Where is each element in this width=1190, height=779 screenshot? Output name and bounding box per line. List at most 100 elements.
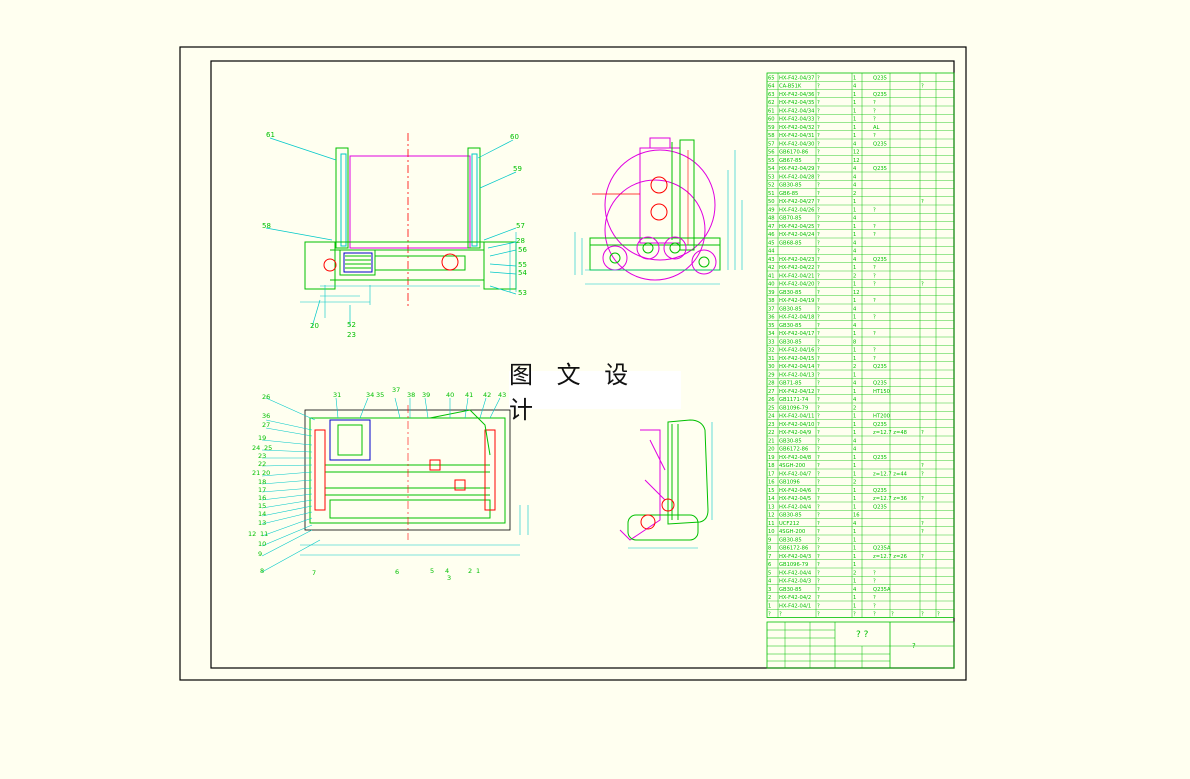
parts-table-cell: GB67-85 bbox=[779, 158, 802, 164]
parts-table-cell: ? bbox=[873, 356, 876, 362]
parts-table-cell: ? bbox=[817, 480, 820, 486]
parts-table-cell: HT200 bbox=[873, 414, 890, 420]
parts-table-cell: 1 bbox=[853, 348, 856, 354]
parts-table-cell: 4 bbox=[853, 174, 857, 180]
parts-table-cell: ? bbox=[817, 158, 820, 164]
balloon-label: 25 bbox=[264, 444, 272, 452]
parts-table-cell: HX-F42-04/36 bbox=[779, 92, 814, 98]
parts-table-cell: ? bbox=[873, 273, 876, 279]
parts-table-cell: Q235 bbox=[873, 422, 887, 428]
parts-table-cell: ? bbox=[817, 199, 820, 205]
parts-table-cell: 1 bbox=[853, 504, 856, 510]
parts-table-cell: ? bbox=[817, 315, 820, 321]
parts-table-cell: 1 bbox=[768, 603, 771, 609]
parts-table-cell: 1 bbox=[853, 224, 856, 230]
parts-table-cell: HX-F42-04/10 bbox=[779, 422, 814, 428]
parts-table-cell: 21 bbox=[768, 438, 775, 444]
balloon-label: 36 bbox=[262, 412, 270, 420]
parts-table-cell: ? bbox=[817, 414, 820, 420]
balloon-label: 1 bbox=[476, 567, 480, 575]
parts-table-cell: 12 bbox=[768, 513, 775, 519]
parts-table-cell: ? bbox=[817, 447, 820, 453]
parts-table-cell: HX-F42-04/3 bbox=[779, 554, 811, 560]
parts-table-cell: 1 bbox=[853, 496, 856, 502]
parts-table-cell: 12 bbox=[853, 290, 860, 296]
parts-table-cell: ? bbox=[921, 463, 924, 469]
parts-table-cell: 2 bbox=[853, 364, 856, 370]
parts-table-cell: 1 bbox=[853, 579, 856, 585]
parts-table-cell: HX-F42-04/31 bbox=[779, 133, 814, 139]
balloon-label: 2 bbox=[468, 567, 472, 575]
parts-table-cell: GB68-85 bbox=[779, 240, 802, 246]
balloon-label: 52 bbox=[347, 321, 356, 329]
parts-table-cell: 1 bbox=[853, 298, 856, 304]
parts-table-cell: ? bbox=[817, 579, 820, 585]
parts-table-cell: HX-F42-04/15 bbox=[779, 356, 814, 362]
parts-table-cell: ? bbox=[817, 537, 820, 543]
parts-table-cell: 23 bbox=[768, 422, 775, 428]
parts-table-header-cell: ? bbox=[853, 612, 856, 618]
balloon-label: 37 bbox=[392, 386, 400, 394]
drawing-name: ? bbox=[912, 642, 916, 650]
parts-table-cell: 13 bbox=[768, 504, 775, 510]
balloon-label: 16 bbox=[258, 494, 266, 502]
parts-table-cell: 32 bbox=[768, 348, 775, 354]
parts-table-cell: Q235 bbox=[873, 166, 887, 172]
parts-table-cell: HX-F42-04/24 bbox=[779, 232, 815, 238]
parts-table-cell: 1 bbox=[853, 92, 856, 98]
parts-table-cell: 15 bbox=[768, 488, 775, 494]
parts-table-cell: 1 bbox=[853, 537, 856, 543]
parts-table-cell: 19 bbox=[768, 455, 775, 461]
balloon-label: 34 bbox=[366, 391, 374, 399]
parts-table-cell: 1 bbox=[853, 422, 856, 428]
parts-table-cell: ? bbox=[873, 298, 876, 304]
side-view bbox=[574, 137, 743, 285]
parts-table-cell: GB70-85 bbox=[779, 216, 802, 222]
parts-table-cell: 4 bbox=[853, 183, 857, 189]
balloon-label: 4 bbox=[445, 567, 449, 575]
parts-table-cell: 55 bbox=[768, 158, 775, 164]
balloon-label: 58 bbox=[262, 222, 271, 230]
balloon-label: 12 bbox=[248, 530, 256, 538]
parts-table-cell: 33 bbox=[768, 339, 775, 345]
parts-table-cell: HX-F42-04/7 bbox=[779, 471, 811, 477]
parts-table-cell: HX-F42-04/35 bbox=[779, 100, 814, 106]
parts-table-cell: 1 bbox=[853, 562, 856, 568]
parts-table-cell: CA-B51K bbox=[779, 84, 802, 90]
parts-table-cell: ? bbox=[817, 463, 820, 469]
parts-table-cell: ? bbox=[817, 405, 820, 411]
parts-table-cell: GB30-85 bbox=[779, 339, 802, 345]
parts-table-cell: 1 bbox=[853, 546, 856, 552]
parts-table-cell: ? bbox=[817, 529, 820, 535]
parts-table-cell: 4 bbox=[768, 579, 772, 585]
parts-table-cell: ? bbox=[817, 92, 820, 98]
parts-table-cell: ? bbox=[817, 587, 820, 593]
parts-table-cell: ? bbox=[817, 84, 820, 90]
parts-table-cell: ? bbox=[817, 348, 820, 354]
balloon-label: 18 bbox=[258, 478, 266, 486]
parts-table-cell: 1 bbox=[853, 554, 856, 560]
parts-table-cell: 5 bbox=[768, 570, 771, 576]
parts-table-cell: ? bbox=[873, 579, 876, 585]
parts-table-cell: HX-F42-04/23 bbox=[779, 257, 814, 263]
balloon-label: 5 bbox=[430, 567, 434, 575]
parts-table-cell: Q235 bbox=[873, 141, 887, 147]
parts-table-cell: ? bbox=[873, 207, 876, 213]
parts-table-cell: ? bbox=[817, 455, 820, 461]
parts-table-cell: ? bbox=[817, 595, 820, 601]
balloon-label: 28 bbox=[516, 237, 525, 245]
parts-table-cell: 4 bbox=[853, 397, 857, 403]
parts-table-cell: ? bbox=[817, 381, 820, 387]
parts-table-cell: 35 bbox=[768, 323, 775, 329]
parts-table-cell: ? bbox=[921, 430, 924, 436]
balloon-label: 60 bbox=[510, 133, 519, 141]
parts-table-cell: 1 bbox=[853, 356, 856, 362]
parts-table-cell: 30 bbox=[768, 364, 775, 370]
parts-table-cell: ? bbox=[873, 133, 876, 139]
parts-table-cell: ? bbox=[921, 529, 924, 535]
parts-table-cell: 52 bbox=[768, 183, 775, 189]
parts-table-cell: ? bbox=[817, 257, 820, 263]
parts-table-cell: ? bbox=[817, 570, 820, 576]
parts-table-cell: 65 bbox=[768, 75, 775, 81]
parts-table-cell: ? bbox=[873, 232, 876, 238]
